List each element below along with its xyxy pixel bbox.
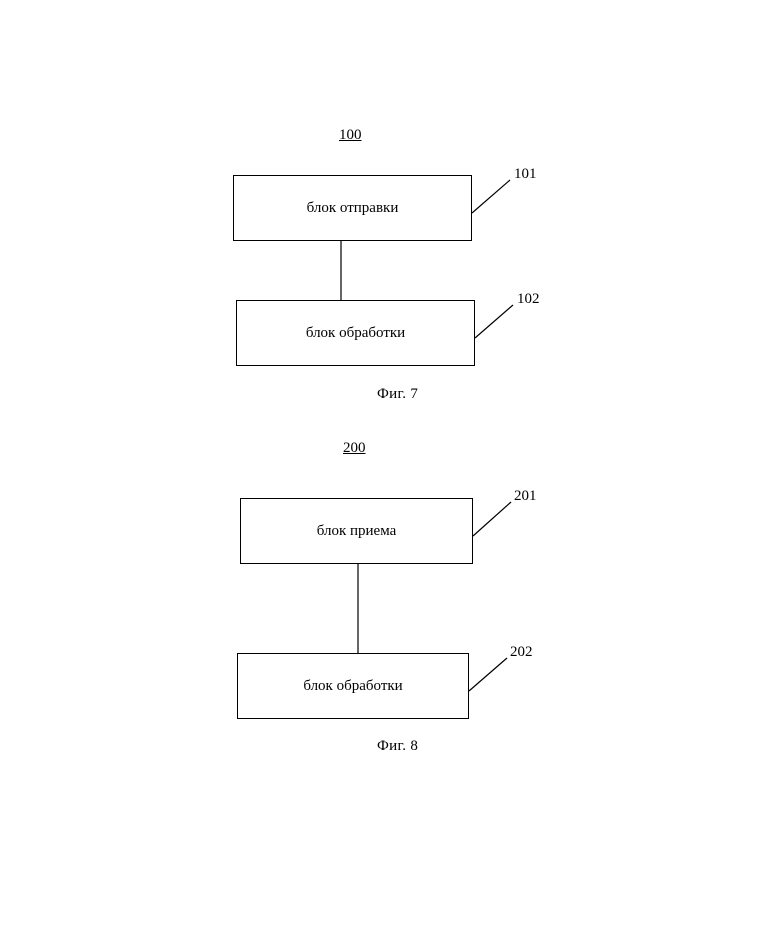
leader-102 (475, 305, 513, 338)
leader-201 (473, 502, 511, 536)
leader-202 (469, 658, 507, 691)
leader-101 (472, 180, 510, 213)
